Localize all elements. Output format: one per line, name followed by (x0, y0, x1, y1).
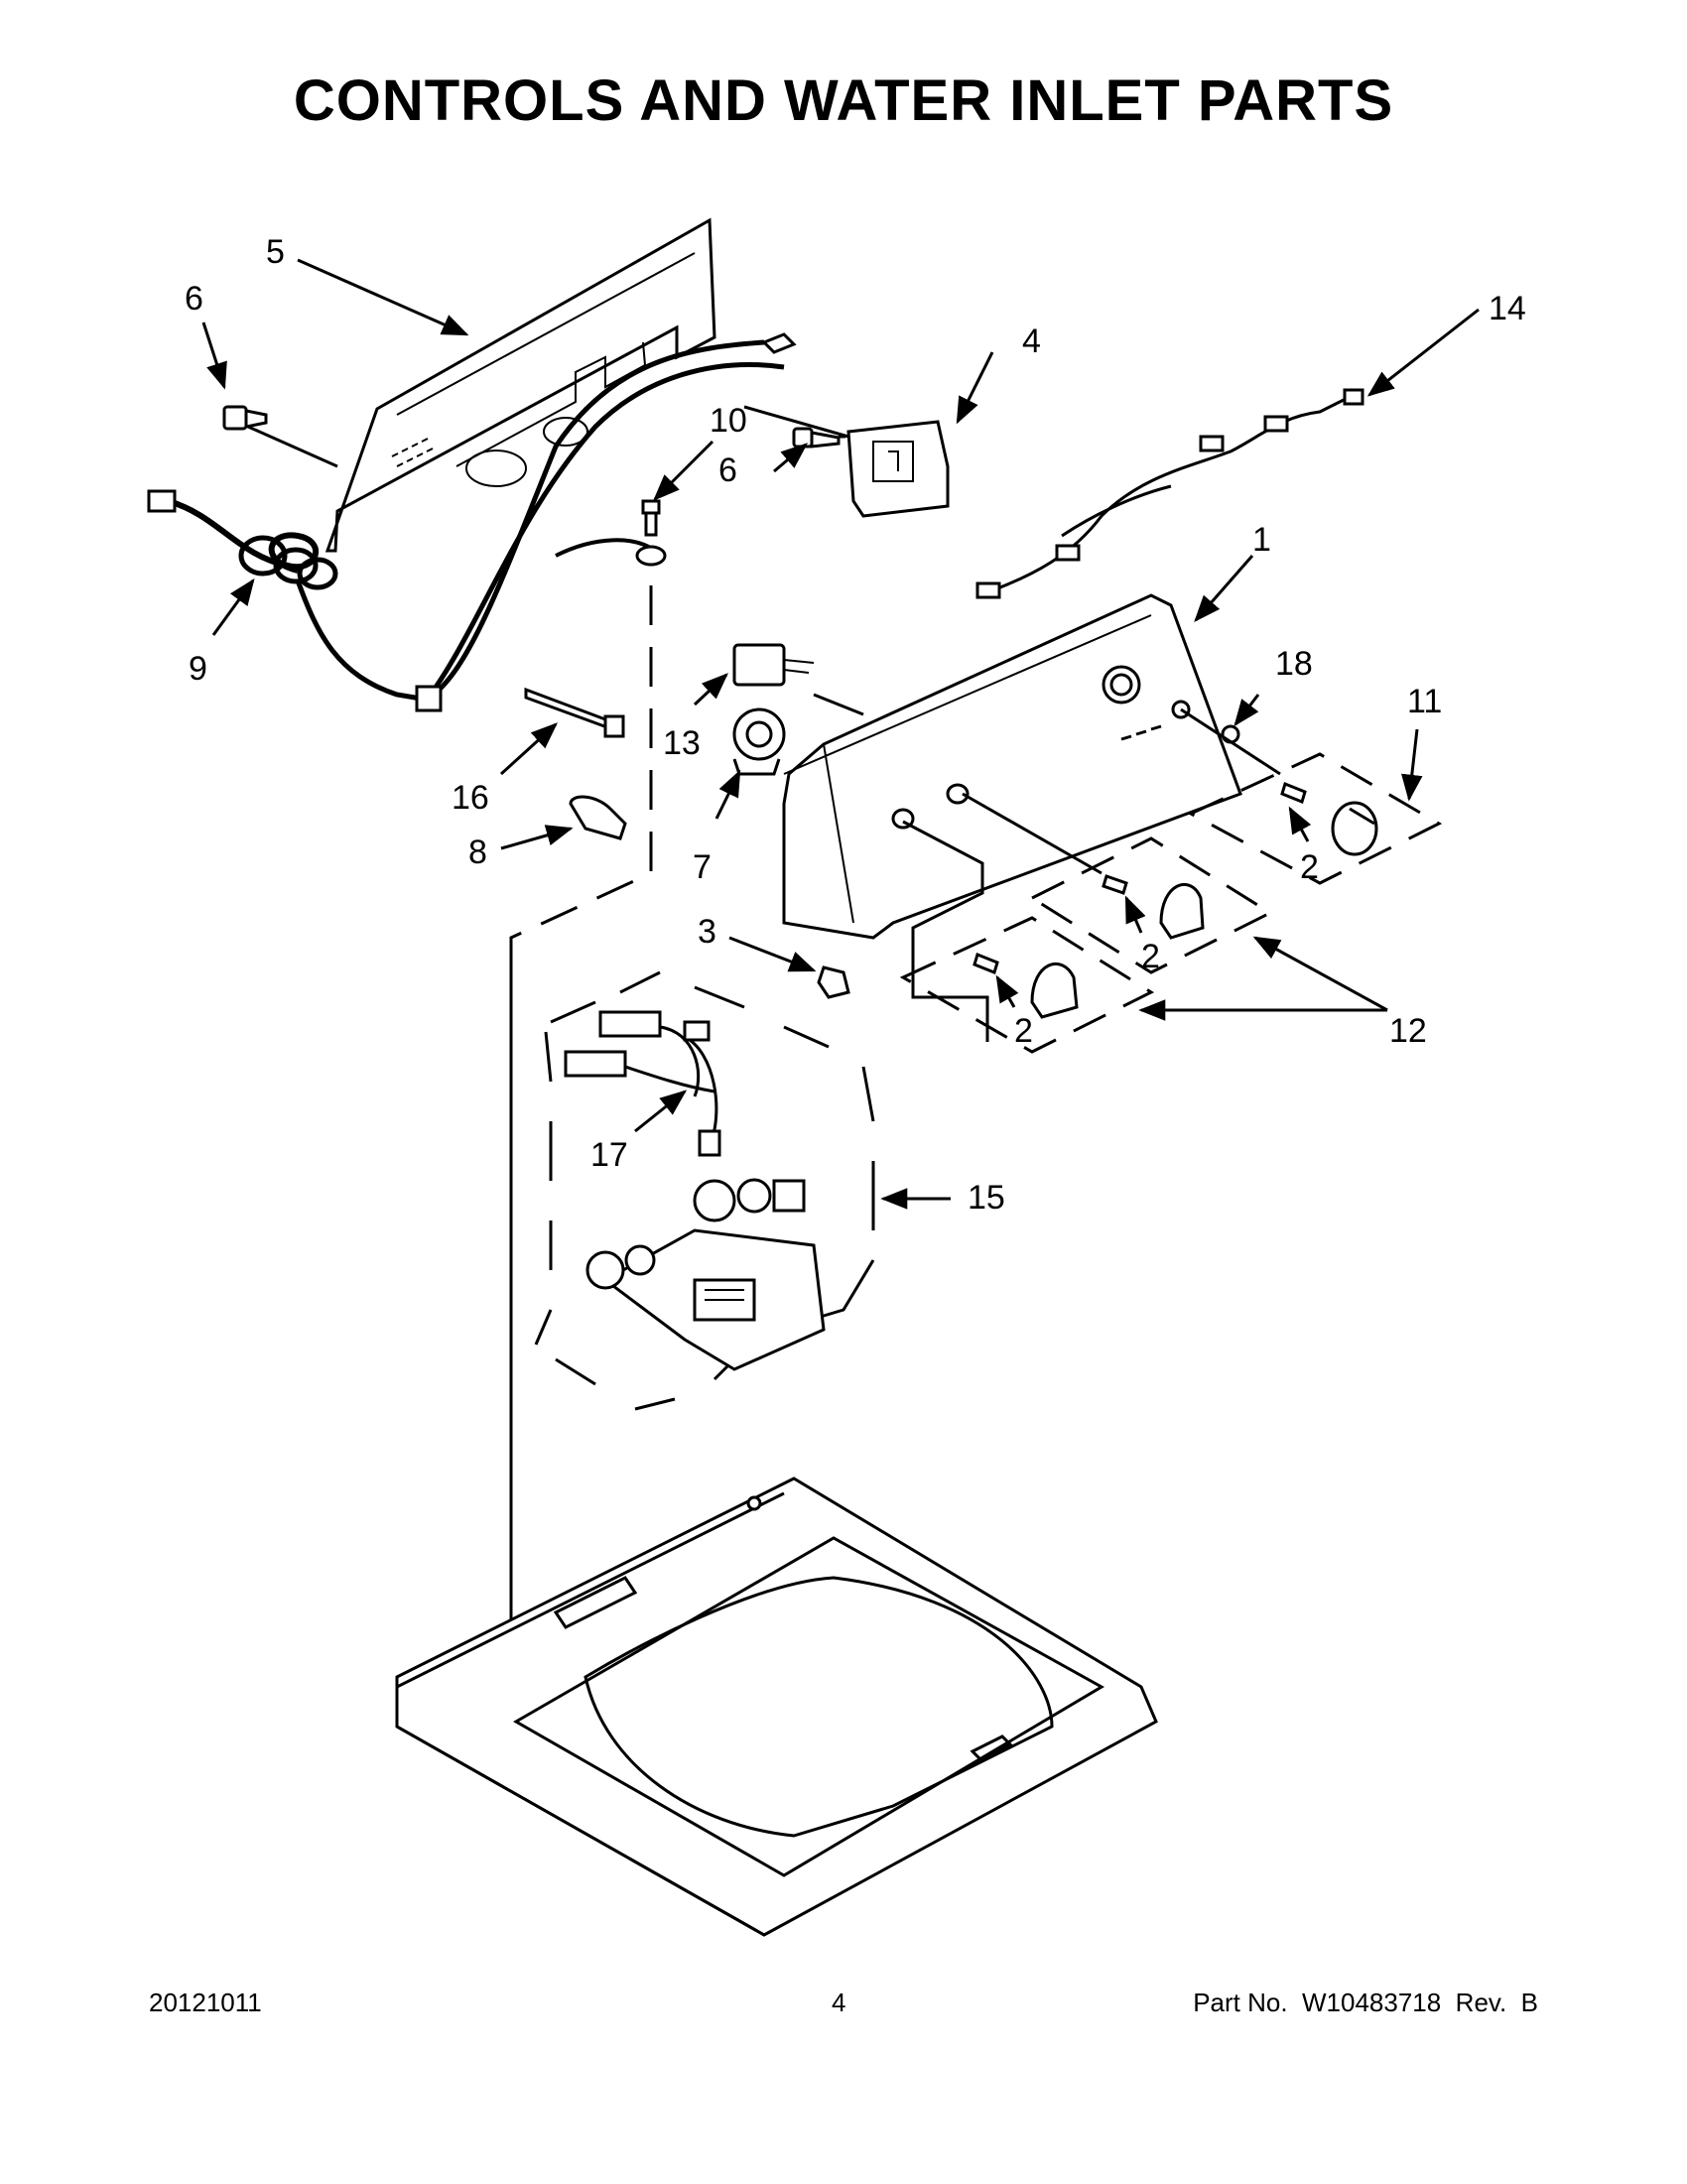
part-10-ground-screw (635, 499, 667, 567)
callout-2-lower: 2 (1014, 1012, 1033, 1050)
assembly-line-knob-lower (902, 820, 989, 1042)
footer-part-number: Part No. W10483718 Rev. B (1193, 1988, 1538, 2017)
knob-2-upper (1280, 781, 1378, 856)
callout-2-mid: 2 (1141, 938, 1160, 975)
callout-18: 18 (1275, 645, 1313, 683)
callout-11: 11 (1407, 683, 1442, 720)
knob-box-11 (1187, 752, 1443, 885)
callout-6-right: 6 (718, 451, 737, 489)
callout-3: 3 (698, 913, 716, 951)
callout-6-left: 6 (185, 280, 203, 318)
callout-8: 8 (468, 834, 487, 871)
callout-5: 5 (266, 233, 285, 271)
callout-15: 15 (968, 1179, 1005, 1217)
page-title: CONTROLS AND WATER INLET PARTS (293, 68, 1394, 133)
callout-14: 14 (1489, 290, 1526, 327)
callout-17: 17 (590, 1136, 628, 1174)
knob-assemblies (899, 752, 1443, 1054)
dashed-assembly-line-left (509, 585, 653, 1627)
callout-1: 1 (1252, 521, 1271, 559)
knob-box-12-lower (899, 916, 1155, 1054)
callout-16: 16 (452, 779, 489, 817)
footer-page-number: 4 (832, 1988, 846, 2017)
part-8-clip (569, 795, 627, 840)
part-3-clip (817, 965, 850, 999)
callout-7: 7 (693, 848, 712, 886)
callout-10: 10 (710, 402, 747, 440)
assembly-line-knob-mid (962, 792, 1103, 875)
part-7-selector-switch (732, 707, 786, 776)
part-6-screw-left (222, 405, 268, 431)
callout-13: 13 (663, 724, 701, 762)
part-13-switch (732, 643, 815, 687)
part-14-wire-harness (975, 388, 1364, 599)
part-4-control-board (846, 420, 950, 518)
knob-2-lower (973, 952, 1079, 1019)
callout-numbers: 1 2 2 2 3 4 5 6 6 7 8 9 10 11 12 13 14 1… (185, 233, 1526, 1217)
callout-12: 12 (1389, 1012, 1427, 1050)
callout-9: 9 (189, 650, 207, 688)
callout-leaders (201, 258, 1480, 1210)
callout-4: 4 (1022, 322, 1041, 360)
footer-date: 20121011 (149, 1988, 262, 2017)
callout-2-upper: 2 (1300, 848, 1319, 886)
part-6-screw-right (792, 427, 841, 449)
part-15-inlet-assembly (534, 970, 875, 1411)
washer-top-panel (395, 1477, 1158, 1937)
knob-2-mid (1102, 874, 1205, 940)
part-16-cable-tie (524, 687, 625, 738)
knob-box-12-upper (1028, 836, 1274, 974)
assembly-line-knob-upper (1180, 707, 1281, 776)
part-1-console (782, 593, 1242, 940)
